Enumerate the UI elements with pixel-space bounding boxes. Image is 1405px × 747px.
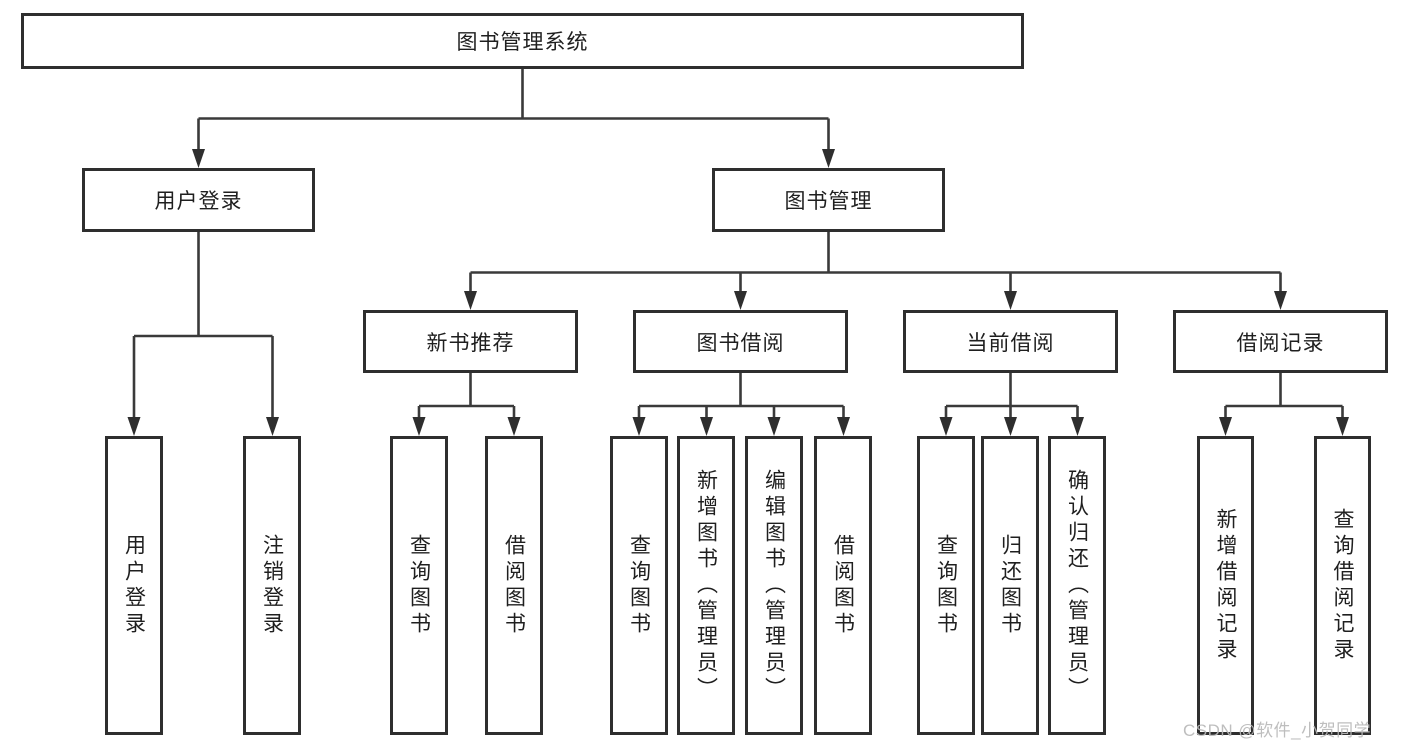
arrow-down-icon [734,291,747,310]
arrow-down-icon [1071,417,1084,436]
node-label: 借阅图书 [831,533,855,638]
node-new-book-recommend: 新书推荐 [363,310,578,373]
arrow-down-icon [412,417,426,436]
csdn-watermark: CSDN @软件_小贺同学 [1183,721,1372,740]
arrow-down-icon [700,417,713,436]
node-label: 查询图书 [934,533,958,638]
node-label: 用户登录 [154,190,243,213]
node-leaf-borrowing-query-books: 查询图书 [610,436,668,735]
node-label: 新书推荐 [426,331,515,355]
node-label: 图书管理系统 [456,31,589,54]
arrow-down-icon [1004,417,1017,436]
node-leaf-current-query-books: 查询图书 [917,436,975,735]
node-library-management-system: 图书管理系统 [21,13,1024,69]
node-leaf-return-books: 归还图书 [981,436,1039,735]
node-label: 图书借阅 [696,331,785,355]
node-borrowing-records: 借阅记录 [1173,310,1388,373]
node-leaf-recommend-query-books: 查询图书 [390,436,448,735]
node-label: 用户登录 [122,533,146,638]
node-label: 新增借阅记录 [1214,507,1237,664]
arrow-down-icon [192,149,205,168]
node-leaf-confirm-return-admin: 确认归还（管理员） [1048,436,1106,735]
arrow-down-icon [939,417,953,436]
node-label: 查询图书 [627,533,651,638]
node-label: 归还图书 [998,533,1022,638]
arrow-down-icon [822,149,835,168]
arrow-down-icon [266,417,279,436]
node-leaf-add-borrow-record: 新增借阅记录 [1197,436,1254,735]
arrow-down-icons [127,149,1349,436]
arrow-down-icon [1274,291,1287,310]
arrow-down-icon [464,291,477,310]
node-label: 图书管理 [784,190,873,213]
node-label: 借阅图书 [502,533,526,638]
node-label: 查询借阅记录 [1331,507,1354,664]
node-leaf-borrow-books: 借阅图书 [814,436,872,735]
node-label: 确认归还（管理员） [1065,468,1089,703]
node-label: 新增图书（管理员） [694,468,718,703]
arrow-down-icon [767,417,781,436]
arrow-down-icon [632,417,646,436]
node-book-management: 图书管理 [712,168,945,232]
arrow-down-icon [507,417,521,436]
node-leaf-edit-books-admin: 编辑图书（管理员） [745,436,803,735]
node-label: 查询图书 [407,533,431,638]
node-label: 编辑图书（管理员） [762,468,786,703]
node-leaf-logout: 注销登录 [243,436,301,735]
arrow-down-icon [127,417,141,436]
node-label: 当前借阅 [966,331,1055,355]
node-user-login: 用户登录 [82,168,315,232]
node-label: 借阅记录 [1236,331,1325,355]
node-label: 注销登录 [260,533,284,638]
node-current-borrowing: 当前借阅 [903,310,1118,373]
node-book-borrowing: 图书借阅 [633,310,848,373]
node-leaf-recommend-borrow-books: 借阅图书 [485,436,543,735]
node-leaf-query-borrow-record: 查询借阅记录 [1314,436,1371,735]
arrow-down-icon [837,417,850,436]
arrow-down-icon [1004,291,1017,310]
arrow-down-icon [1219,417,1232,436]
arrow-down-icon [1336,417,1349,436]
node-leaf-add-books-admin: 新增图书（管理员） [677,436,735,735]
node-leaf-user-login: 用户登录 [105,436,163,735]
